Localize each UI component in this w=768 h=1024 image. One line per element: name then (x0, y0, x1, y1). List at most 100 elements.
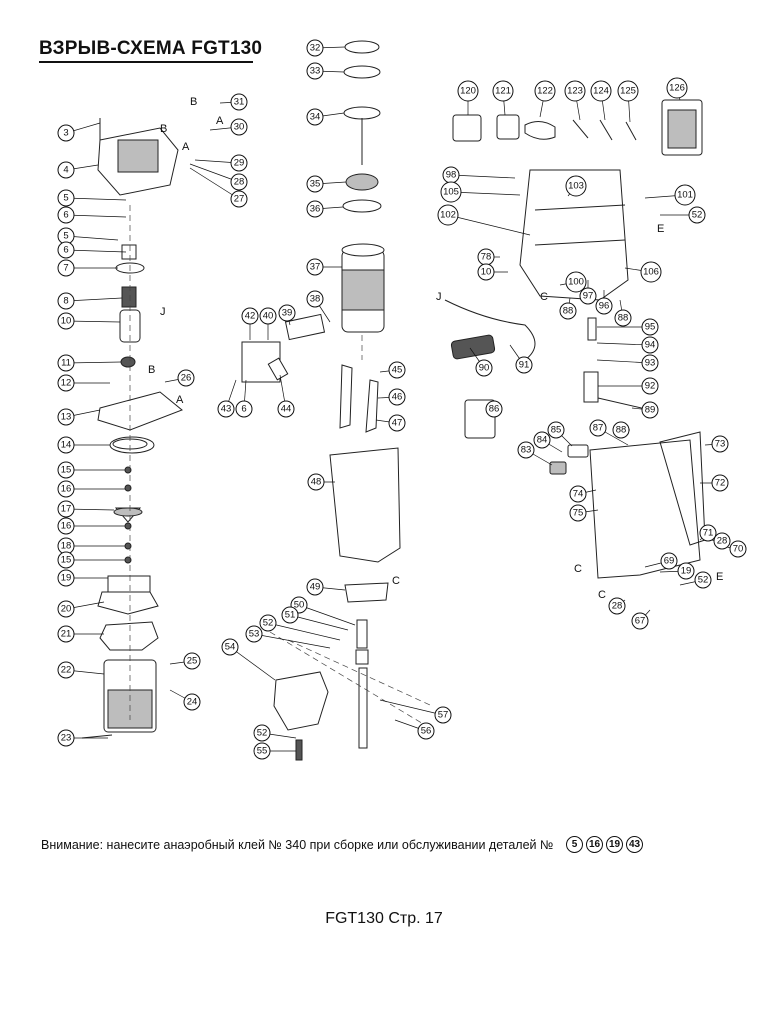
part-label-124: 124 (590, 80, 612, 102)
part-label-21: 21 (57, 625, 75, 643)
part-label-3: 3 (57, 124, 75, 142)
svg-text:70: 70 (733, 544, 744, 555)
part-label-88: 88 (559, 302, 577, 320)
svg-text:28: 28 (717, 536, 728, 547)
part-label-49: 49 (306, 578, 324, 596)
letter-mark-C: C (540, 291, 548, 303)
part-label-70: 70 (729, 540, 747, 558)
leader-line-11 (65, 361, 122, 364)
part-label-97: 97 (579, 287, 597, 305)
svg-text:67: 67 (635, 616, 646, 627)
svg-text:69: 69 (664, 556, 675, 567)
leader-line-102 (447, 214, 531, 236)
part-label-35: 35 (306, 175, 324, 193)
part-label-57: 57 (434, 706, 452, 724)
letter-mark-E: E (716, 571, 723, 583)
part-label-16: 16 (57, 480, 75, 498)
letter-mark-B: B (190, 96, 197, 108)
svg-text:86: 86 (489, 404, 500, 415)
svg-text:3: 3 (63, 128, 68, 139)
leader-line-105 (450, 191, 521, 196)
part-label-24: 24 (183, 693, 201, 711)
part-label-15: 15 (57, 551, 75, 569)
svg-text:25: 25 (187, 656, 198, 667)
svg-text:18: 18 (61, 541, 72, 552)
letter-mark-A: A (182, 141, 190, 153)
part-4-grille (117, 139, 159, 173)
part-label-52: 52 (694, 571, 712, 589)
svg-text:8: 8 (63, 296, 68, 307)
svg-text:103: 103 (568, 181, 584, 192)
svg-text:5: 5 (63, 193, 68, 204)
leader-line-50 (298, 604, 356, 626)
part-label-46: 46 (388, 388, 406, 406)
part-label-89: 89 (641, 401, 659, 419)
svg-text:78: 78 (481, 252, 492, 263)
part-label-88: 88 (614, 309, 632, 327)
svg-text:105: 105 (443, 187, 459, 198)
part-label-100: 100 (565, 271, 587, 293)
part-label-19: 19 (57, 569, 75, 587)
part-label-52: 52 (259, 614, 277, 632)
svg-text:85: 85 (551, 425, 562, 436)
part-label-14: 14 (57, 436, 75, 454)
svg-text:93: 93 (645, 358, 656, 369)
leader-line-6 (65, 249, 127, 253)
letter-mark-A: A (176, 394, 184, 406)
svg-text:39: 39 (282, 308, 293, 319)
letter-mark-C: C (574, 563, 582, 575)
svg-text:53: 53 (249, 629, 260, 640)
svg-text:44: 44 (281, 404, 292, 415)
part-label-71: 71 (699, 524, 717, 542)
svg-text:52: 52 (257, 728, 268, 739)
letter-mark-A: A (216, 115, 224, 127)
svg-text:126: 126 (669, 83, 685, 94)
part-label-88: 88 (612, 421, 630, 439)
part-54-cover (273, 671, 329, 731)
part-label-44: 44 (277, 400, 295, 418)
leader-line-6 (65, 214, 127, 218)
part-label-106: 106 (640, 261, 662, 283)
part-label-91: 91 (515, 356, 533, 374)
svg-text:88: 88 (616, 425, 627, 436)
part-label-122: 122 (534, 80, 556, 102)
svg-text:73: 73 (715, 439, 726, 450)
svg-text:75: 75 (573, 508, 584, 519)
svg-text:100: 100 (568, 277, 584, 288)
svg-text:120: 120 (460, 86, 476, 97)
svg-text:122: 122 (537, 86, 553, 97)
part-label-40: 40 (259, 307, 277, 325)
svg-text:97: 97 (583, 291, 594, 302)
leader-line-8 (65, 297, 123, 302)
svg-text:13: 13 (61, 412, 72, 423)
part-label-27: 27 (230, 190, 248, 208)
part-label-37: 37 (306, 258, 324, 276)
svg-text:46: 46 (392, 392, 403, 403)
part-label-53: 53 (245, 625, 263, 643)
svg-text:19: 19 (61, 573, 72, 584)
part-label-23: 23 (57, 729, 75, 747)
diagram-artwork (81, 40, 706, 761)
part-label-30: 30 (230, 118, 248, 136)
svg-text:21: 21 (61, 629, 72, 640)
svg-text:56: 56 (421, 726, 432, 737)
part-label-105: 105 (440, 181, 462, 203)
part-label-20: 20 (57, 600, 75, 618)
part-label-36: 36 (306, 200, 324, 218)
svg-text:83: 83 (521, 445, 532, 456)
svg-text:52: 52 (698, 575, 709, 586)
svg-text:87: 87 (593, 423, 604, 434)
part-75-frame (589, 439, 701, 579)
page-footer: FGT130 Стр. 17 (325, 910, 443, 927)
svg-text:55: 55 (257, 746, 268, 757)
svg-text:84: 84 (537, 435, 548, 446)
svg-text:28: 28 (234, 177, 245, 188)
part-label-51: 51 (281, 606, 299, 624)
part-label-11: 11 (57, 354, 75, 372)
svg-text:90: 90 (479, 363, 490, 374)
svg-text:7: 7 (63, 263, 68, 274)
part-label-73: 73 (711, 435, 729, 453)
part-label-86: 86 (485, 400, 503, 418)
leader-line-27 (189, 167, 240, 200)
leader-line-28 (189, 163, 240, 183)
